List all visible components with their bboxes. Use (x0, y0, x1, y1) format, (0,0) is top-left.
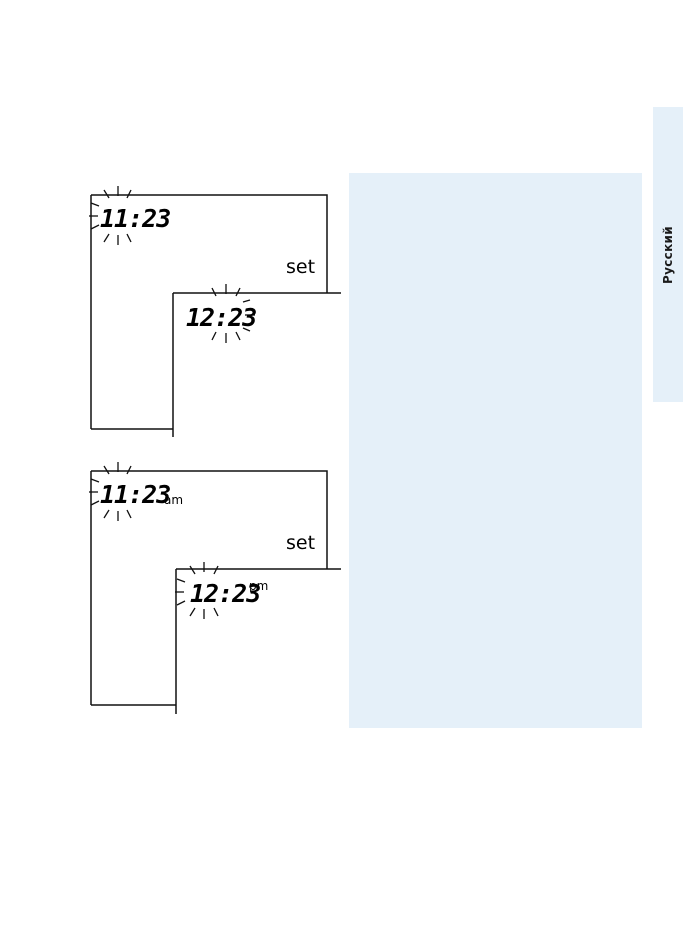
figure-2-suffix-top: am (164, 493, 183, 507)
figure-1-time-bottom: 12:23 (186, 303, 256, 332)
figure-2-time-bottom: 12:23 (190, 579, 260, 608)
figure-2-blink-rays-top (89, 462, 132, 521)
figure-2-time-top: 11:23 (100, 480, 170, 509)
figure-1-set-label: set (286, 256, 315, 278)
figure-1-frame (90, 194, 341, 437)
figure-1-time-top: 11:23 (100, 204, 170, 233)
figure-2-set-label: set (286, 532, 315, 554)
language-tab[interactable] (653, 107, 683, 402)
figure-1-blink-rays-bottom (211, 284, 255, 343)
instruction-text-panel (349, 173, 642, 728)
figure-2-suffix-bottom: pm (249, 579, 268, 593)
figure-1-blink-rays-top (89, 186, 132, 245)
figure-2-blink-rays-bottom (175, 562, 219, 619)
